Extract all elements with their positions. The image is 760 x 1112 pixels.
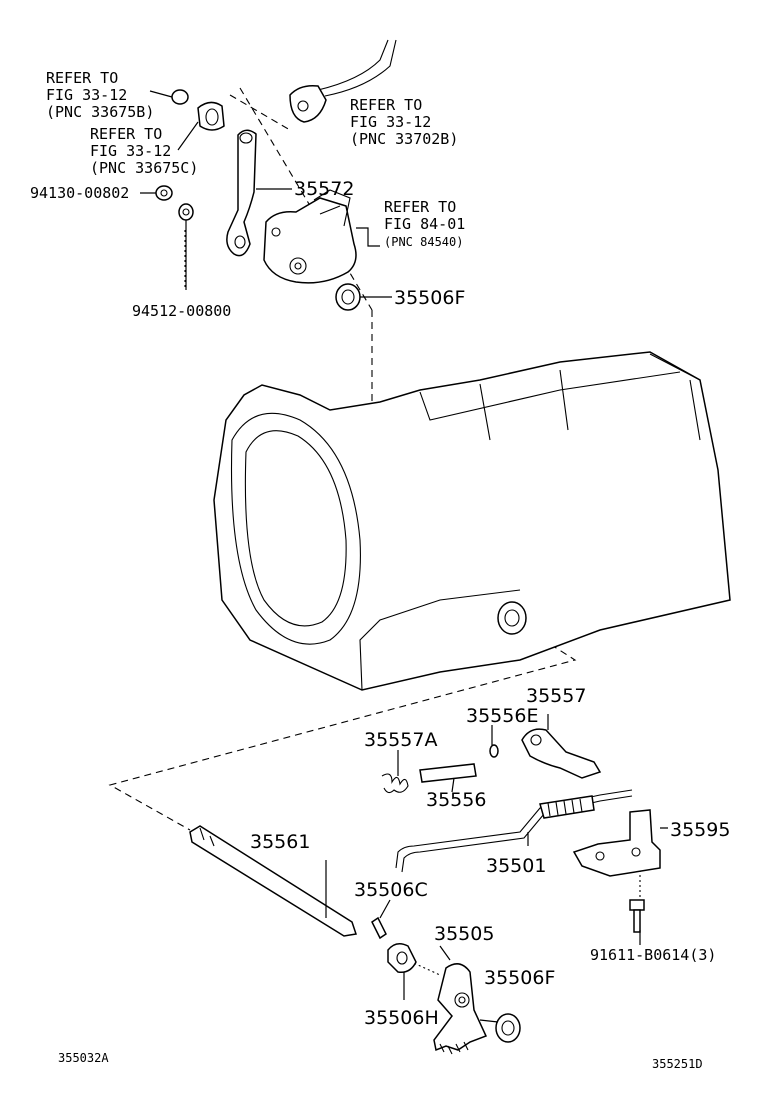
ref-33702b-line3: (PNC 33702B) [350, 130, 458, 148]
lever-35557 [521, 728, 602, 779]
rod-35501 [395, 789, 633, 873]
part-number-35506f-top: 35506F [394, 287, 465, 309]
transmission-case [213, 351, 731, 691]
part-number-94130: 94130-00802 [30, 184, 129, 202]
bracket-35595 [572, 809, 661, 877]
ref-33675b-line1: REFER TO [46, 69, 118, 87]
seal-35506f-top [335, 283, 361, 311]
spring-35557a [381, 773, 409, 794]
ring-35556e [489, 744, 499, 758]
neutral-start-switch [263, 189, 357, 284]
cable-end-33702b [289, 39, 397, 123]
ref-33702b-line2: FIG 33-12 [350, 113, 431, 131]
bolt-91611 [629, 899, 645, 933]
nut-94130 [155, 185, 173, 201]
part-number-35556e: 35556E [466, 705, 538, 727]
part-number-35595: 35595 [670, 819, 730, 841]
manual-valve-lever-35505 [433, 963, 488, 1055]
ref-33675b-line3: (PNC 33675B) [46, 103, 154, 121]
seal-35506h [387, 943, 417, 974]
pin-35556 [419, 763, 477, 783]
part-number-35506f-bottom: 35506F [484, 967, 555, 989]
case-plug [497, 601, 527, 635]
part-number-35556: 35556 [426, 789, 486, 811]
pin-35506c [371, 916, 387, 940]
part-number-35505: 35505 [434, 923, 494, 945]
part-number-94512: 94512-00800 [132, 302, 231, 320]
ref-84540-line2: FIG 84-01 [384, 215, 465, 233]
lever-35572 [226, 129, 257, 257]
part-number-35506c: 35506C [354, 879, 428, 901]
bushing-33675c [197, 101, 225, 131]
shaft-35561 [189, 825, 357, 937]
part-number-35557: 35557 [526, 685, 586, 707]
ref-33675c-line1: REFER TO [90, 125, 162, 143]
footer-left-code: 355032A [58, 1051, 109, 1065]
ref-84540-line1: REFER TO [384, 198, 456, 216]
washer-94512 [178, 203, 194, 221]
ref-33675c-line3: (PNC 33675C) [90, 159, 198, 177]
footer-right-code: 355251D [652, 1057, 703, 1071]
ref-33675c-line2: FIG 33-12 [90, 142, 171, 160]
part-number-35561: 35561 [250, 831, 310, 853]
bushing-33675b [171, 89, 189, 105]
ref-33675b-line2: FIG 33-12 [46, 86, 127, 104]
part-number-35501: 35501 [486, 855, 546, 877]
leader-lines [140, 90, 668, 1023]
part-number-91611: 91611-B0614(3) [590, 946, 716, 964]
part-number-35506h: 35506H [364, 1007, 439, 1029]
part-number-35572: 35572 [294, 178, 354, 200]
ref-33702b-line1: REFER TO [350, 96, 422, 114]
guide-line-35505 [395, 954, 441, 976]
seal-35506f-bottom [495, 1013, 521, 1043]
part-number-35557a: 35557A [364, 729, 437, 751]
ref-84540-line3: (PNC 84540) [384, 235, 463, 249]
